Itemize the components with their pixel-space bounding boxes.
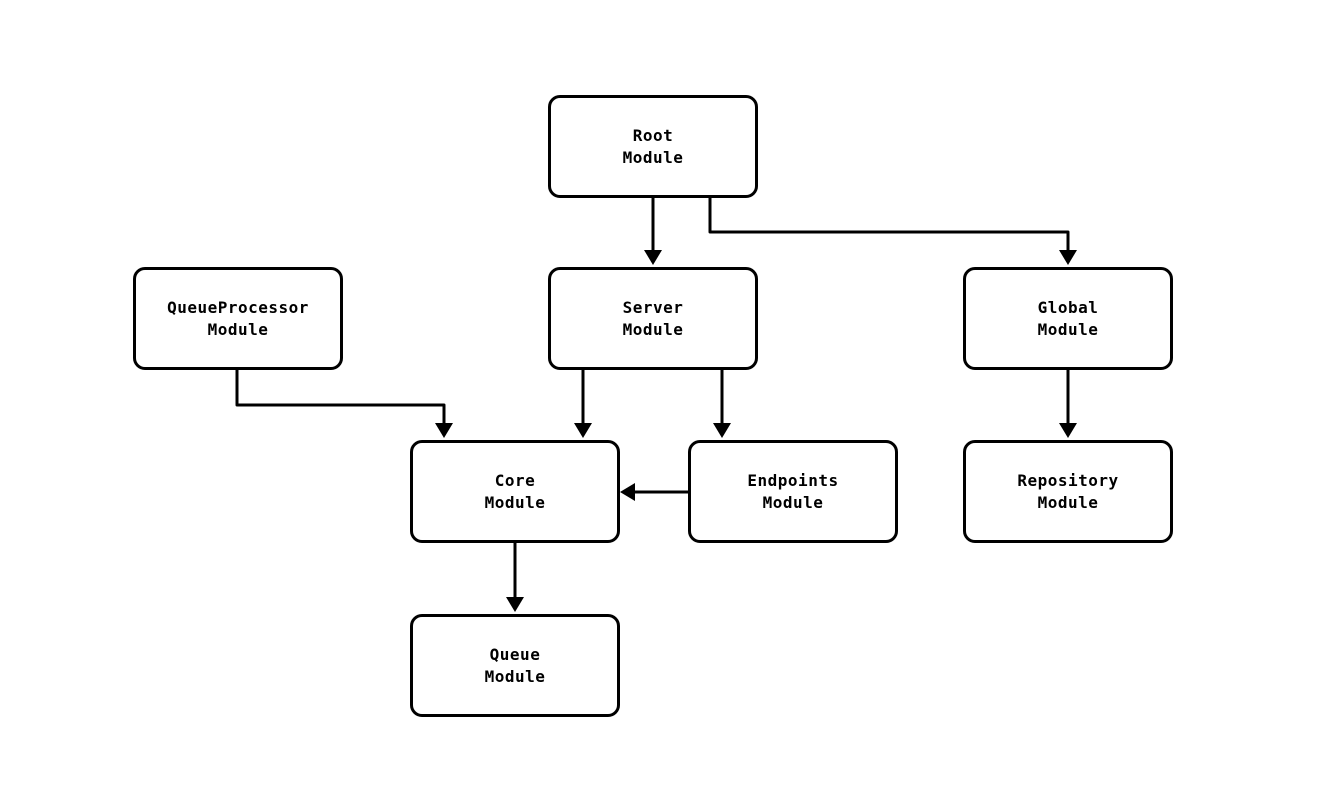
node-server[interactable]: Server Module (548, 267, 758, 370)
edge-queueprocessor-to-core (235, 370, 446, 425)
node-queueprocessor[interactable]: QueueProcessor Module (133, 267, 343, 370)
arrowhead-server-to-endpoints (713, 423, 731, 438)
node-root[interactable]: Root Module (548, 95, 758, 198)
arrowhead-server-to-core (574, 423, 592, 438)
node-server-title: Server (622, 297, 684, 317)
node-root-title: Root (632, 125, 674, 145)
arrowhead-root-to-server (644, 250, 662, 265)
node-global-title: Global (1037, 297, 1099, 317)
arrowhead-queueprocessor-to-core (435, 423, 453, 438)
arrowhead-root-to-global (1059, 250, 1077, 265)
node-endpoints[interactable]: Endpoints Module (688, 440, 898, 543)
node-global[interactable]: Global Module (963, 267, 1173, 370)
node-root-subtitle: Module (622, 147, 684, 167)
node-queue[interactable]: Queue Module (410, 614, 620, 717)
node-repository-title: Repository (1017, 470, 1119, 490)
node-global-subtitle: Module (1037, 319, 1099, 339)
node-queue-subtitle: Module (484, 666, 546, 686)
node-repository-subtitle: Module (1037, 492, 1099, 512)
node-server-subtitle: Module (622, 319, 684, 339)
node-queueprocessor-title: QueueProcessor (167, 297, 309, 317)
arrowhead-core-to-queue (506, 597, 524, 612)
edge-root-to-global (708, 198, 1070, 252)
node-endpoints-title: Endpoints (747, 470, 839, 490)
arrowhead-global-to-repository (1059, 423, 1077, 438)
node-queue-title: Queue (489, 644, 541, 664)
node-core[interactable]: Core Module (410, 440, 620, 543)
node-queueprocessor-subtitle: Module (207, 319, 269, 339)
arrowhead-endpoints-to-core (620, 483, 635, 501)
node-endpoints-subtitle: Module (762, 492, 824, 512)
node-core-subtitle: Module (484, 492, 546, 512)
node-repository[interactable]: Repository Module (963, 440, 1173, 543)
node-core-title: Core (494, 470, 536, 490)
